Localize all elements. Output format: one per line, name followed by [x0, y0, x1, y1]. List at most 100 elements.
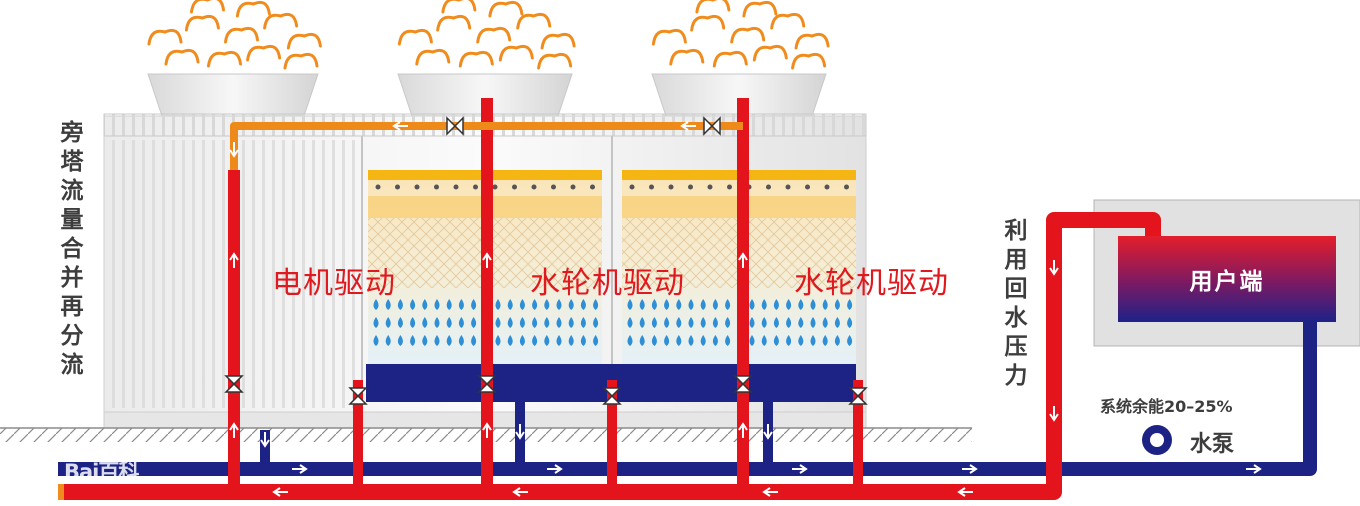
bypass-valve: [446, 116, 464, 136]
bypass-valve: [703, 116, 721, 136]
hot-main-pipe: [58, 212, 1161, 500]
water-drop: [373, 299, 379, 310]
flow-arrow: [792, 464, 808, 474]
water-drop: [544, 299, 550, 310]
water-drop: [773, 335, 779, 346]
water-drop: [385, 335, 391, 346]
user-end-label: 用户端: [1189, 269, 1265, 295]
fan-stack-1: [147, 73, 319, 117]
steam-curl: [458, 50, 494, 68]
steam-curl: [415, 48, 451, 66]
spray-nozzle: [844, 184, 849, 190]
water-drop: [434, 299, 440, 310]
water-drop: [422, 335, 428, 346]
water-drop: [725, 299, 731, 310]
flow-arrow: [1049, 406, 1059, 422]
flow-arrow: [229, 422, 239, 438]
steam-curl: [397, 28, 433, 46]
steam-curl: [207, 50, 242, 68]
steam-curl: [263, 12, 299, 30]
water-drop: [822, 335, 828, 346]
spray-nozzle: [824, 184, 830, 190]
steam-curl: [537, 52, 573, 70]
water-drop: [532, 299, 538, 310]
water-drop: [639, 335, 645, 346]
water-drop: [556, 299, 562, 310]
steam-curl: [770, 12, 806, 30]
water-drop: [593, 317, 599, 328]
steam-curl: [441, 0, 477, 14]
water-drop: [847, 299, 853, 310]
water-drop: [700, 299, 706, 310]
water-drop: [373, 317, 379, 328]
water-drop: [544, 335, 550, 346]
water-drop: [810, 335, 816, 346]
water-drop: [422, 317, 428, 328]
steam-curl: [246, 44, 282, 62]
tower-drive-label-3: 水轮机驱动: [794, 266, 949, 301]
water-drop: [688, 335, 694, 346]
valves: [224, 116, 868, 405]
spray-nozzle: [629, 184, 635, 190]
spray-nozzle: [512, 184, 517, 190]
water-drop: [397, 317, 403, 328]
water-drop: [847, 335, 853, 346]
water-drop: [676, 317, 682, 328]
spray-nozzle: [688, 184, 693, 190]
steam-curl: [436, 14, 472, 32]
water-drop: [627, 335, 633, 346]
water-drop: [434, 317, 440, 328]
flow-arrow: [482, 252, 492, 268]
bypass-label: 旁塔流量合并再分流: [56, 120, 82, 381]
spray-nozzle: [570, 184, 576, 190]
water-drop: [847, 317, 853, 328]
water-drop: [676, 335, 682, 346]
water-drop: [397, 299, 403, 310]
water-drop: [373, 335, 379, 346]
water-drop: [458, 317, 464, 328]
branch-valve: [602, 387, 622, 405]
steam-curl: [476, 26, 512, 44]
water-drop: [810, 317, 816, 328]
water-drop: [580, 317, 586, 328]
tower-drive-label-1: 电机驱动: [272, 266, 396, 301]
water-drop: [712, 317, 718, 328]
system-energy-label: 系统余能20–25%: [1100, 397, 1233, 416]
flow-arrow: [680, 121, 696, 131]
flow-arrow: [229, 252, 239, 268]
flow-arrow: [738, 422, 748, 438]
water-drop: [651, 335, 657, 346]
steam-curl: [742, 0, 778, 18]
spray-nozzle: [590, 184, 595, 190]
water-drop: [822, 317, 828, 328]
spray-nozzle: [727, 184, 732, 190]
flow-arrow: [392, 121, 408, 131]
flow-arrow: [547, 464, 563, 474]
water-drop: [749, 299, 755, 310]
steam-curl: [791, 52, 827, 70]
water-drop: [700, 335, 706, 346]
spray-nozzle: [531, 184, 537, 190]
steam-curl: [184, 14, 220, 32]
water-drop: [834, 317, 840, 328]
water-drop: [410, 299, 416, 310]
spray-nozzle: [785, 184, 791, 190]
water-drop: [664, 335, 670, 346]
water-drop: [556, 335, 562, 346]
flow-arrow: [260, 432, 270, 448]
water-drop: [507, 317, 513, 328]
spray-nozzle: [434, 184, 439, 190]
water-drop: [786, 335, 792, 346]
water-drop: [495, 317, 501, 328]
riser-valve: [477, 375, 497, 393]
water-drop: [458, 299, 464, 310]
flow-arrow: [482, 422, 492, 438]
water-drop: [773, 299, 779, 310]
water-drop: [580, 299, 586, 310]
water-drop: [639, 299, 645, 310]
water-drop: [495, 299, 501, 310]
water-drop: [593, 299, 599, 310]
steam-curl: [488, 0, 524, 18]
steam-curl: [712, 50, 748, 68]
